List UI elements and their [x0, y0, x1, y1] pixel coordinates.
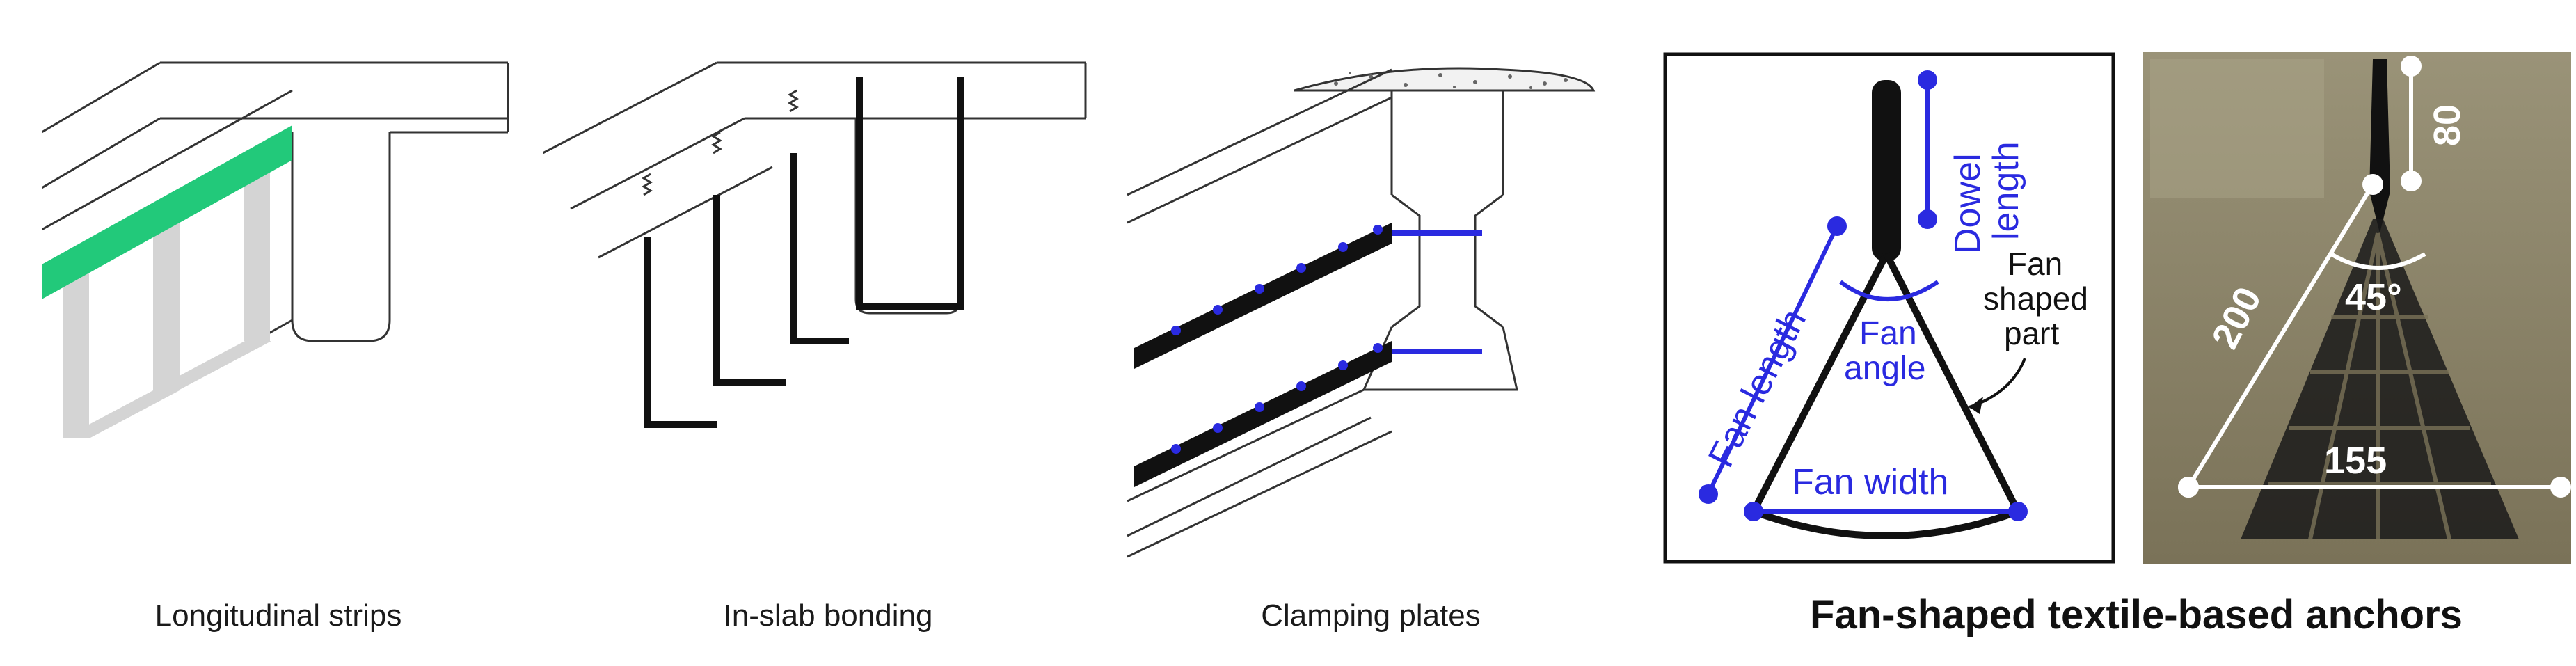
caption-clamping-plates: Clamping plates: [1261, 598, 1481, 633]
fan-angle-label-line1: Fan: [1859, 315, 1917, 352]
fan-width-label: Fan width: [1792, 462, 1948, 502]
fan-anchor-photo: 80 200 45° 155: [2143, 52, 2571, 564]
dowel-length-label-line2: length: [1986, 141, 2026, 240]
fan-shaped-part-line3: part: [2004, 315, 2059, 351]
caption-longitudinal-strips: Longitudinal strips: [154, 598, 402, 633]
fan-anchor-schematic: Dowel length Fan length Fan angle Fan sh…: [1663, 52, 2115, 564]
frp-strip: [42, 125, 292, 299]
in-slab-bonding-diagram: [543, 61, 1087, 428]
photo-dim-45deg: 45°: [2345, 276, 2402, 318]
longitudinal-strips-diagram: [42, 61, 509, 438]
dowel-length-label-line1: Dowel: [1948, 154, 1988, 255]
fan-shaped-part-line1: Fan: [2007, 246, 2062, 282]
photo-dim-155: 155: [2324, 440, 2387, 482]
fan-angle-label-line2: angle: [1844, 350, 1925, 387]
fan-shaped-part-line2: shaped: [1983, 280, 2088, 317]
caption-fan-anchors: Fan-shaped textile-based anchors: [1810, 592, 2463, 637]
photo-dim-80: 80: [2426, 104, 2468, 146]
clamping-plates-diagram: [1127, 67, 1596, 558]
caption-in-slab-bonding: In-slab bonding: [723, 598, 933, 633]
